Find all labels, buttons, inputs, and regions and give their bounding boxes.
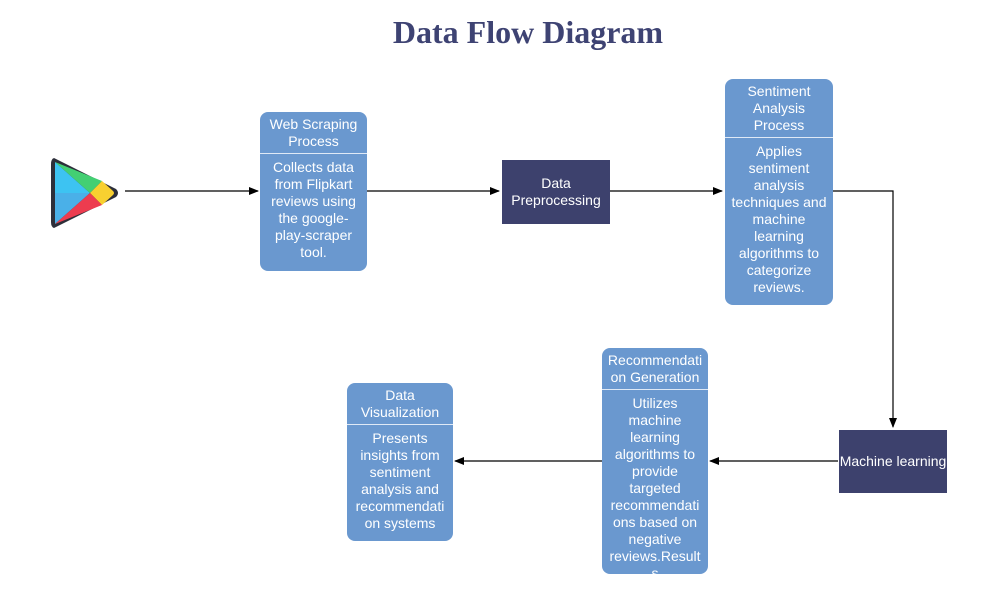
recommendation-card: Recommendation Generation Utilizes machi… — [602, 348, 708, 581]
google-play-icon — [51, 158, 118, 228]
machine-learning-box: Machine learning — [839, 430, 947, 493]
data-visualization-body: Presents insights from sentiment analysi… — [355, 430, 445, 531]
web-scraping-body: Collects data from Flipkart reviews usin… — [271, 159, 356, 260]
data-preprocessing-box: Data Preprocessing — [502, 160, 610, 224]
web-scraping-card: Web Scraping Process Collects data from … — [260, 112, 367, 271]
machine-learning-label: Machine learning — [839, 453, 947, 469]
recommendation-body: Utilizes machine learning algorithms to … — [609, 395, 701, 581]
data-visualization-card: Data Visualization Presents insights fro… — [347, 383, 453, 541]
web-scraping-title: Web Scraping Process — [260, 112, 367, 154]
sentiment-analysis-card: Sentiment Analysis Process Applies senti… — [725, 79, 833, 305]
data-visualization-title: Data Visualization — [347, 383, 453, 425]
sentiment-analysis-title: Sentiment Analysis Process — [725, 79, 833, 138]
recommendation-title: Recommendation Generation — [602, 348, 708, 390]
arrow-sentiment-to-ml — [833, 190, 897, 428]
data-preprocessing-label: Data Preprocessing — [511, 175, 601, 208]
diagram-title: Data Flow Diagram — [392, 14, 664, 50]
sentiment-analysis-body: Applies sentiment analysis techniques an… — [731, 143, 827, 295]
